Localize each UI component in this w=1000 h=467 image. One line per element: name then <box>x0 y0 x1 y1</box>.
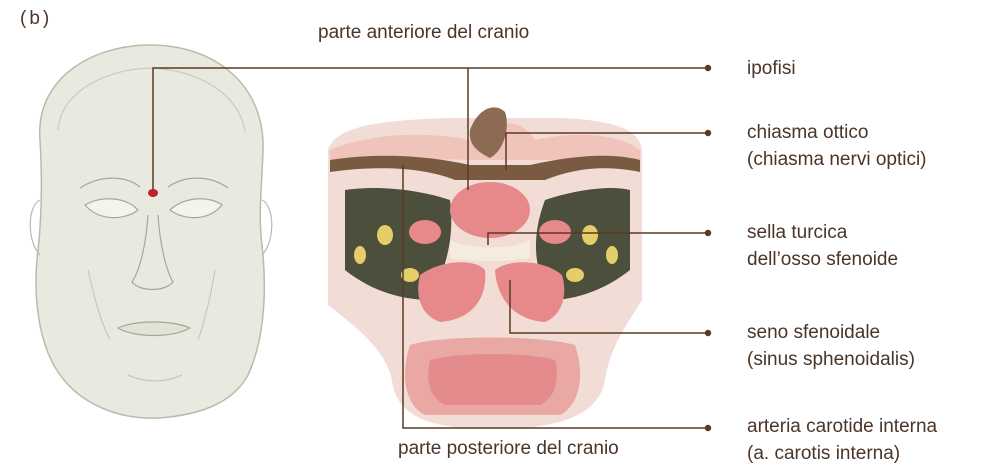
label-seno-line1: seno sfenoidale <box>747 319 915 346</box>
label-chiasma-line2: (chiasma nervi optici) <box>747 146 927 173</box>
label-seno-line2: (sinus sphenoidalis) <box>747 346 915 373</box>
face-illustration <box>30 45 272 418</box>
label-carotide-line1: arteria carotide interna <box>747 413 937 440</box>
label-sella: sella turcica dell’osso sfenoide <box>747 219 898 273</box>
carotid-right <box>539 220 571 244</box>
pharynx-inner <box>428 354 557 405</box>
label-ipofisi: ipofisi <box>747 55 796 82</box>
label-carotide: arteria carotide interna (a. carotis int… <box>747 413 937 467</box>
nerve-y1 <box>377 225 393 245</box>
pituitary-gland <box>450 182 530 238</box>
dot-sella <box>705 230 711 236</box>
dot-chiasma <box>705 130 711 136</box>
right-ear <box>262 200 272 255</box>
carotid-left <box>409 220 441 244</box>
location-marker <box>148 189 158 197</box>
label-carotide-line2: (a. carotis interna) <box>747 440 937 467</box>
nerve-y3 <box>582 225 598 245</box>
label-chiasma-line1: chiasma ottico <box>747 119 927 146</box>
label-seno: seno sfenoidale (sinus sphenoidalis) <box>747 319 915 373</box>
label-chiasma: chiasma ottico (chiasma nervi optici) <box>747 119 927 173</box>
label-sella-line1: sella turcica <box>747 219 898 246</box>
nerve-y6 <box>606 246 618 264</box>
nerve-y5 <box>354 246 366 264</box>
cross-section <box>328 107 642 428</box>
dot-ipofisi <box>705 65 711 71</box>
leader-endpoints <box>705 65 711 431</box>
nerve-y4 <box>566 268 584 282</box>
label-ipofisi-line1: ipofisi <box>747 55 796 82</box>
dot-seno <box>705 330 711 336</box>
dot-carotide <box>705 425 711 431</box>
label-sella-line2: dell’osso sfenoide <box>747 246 898 273</box>
